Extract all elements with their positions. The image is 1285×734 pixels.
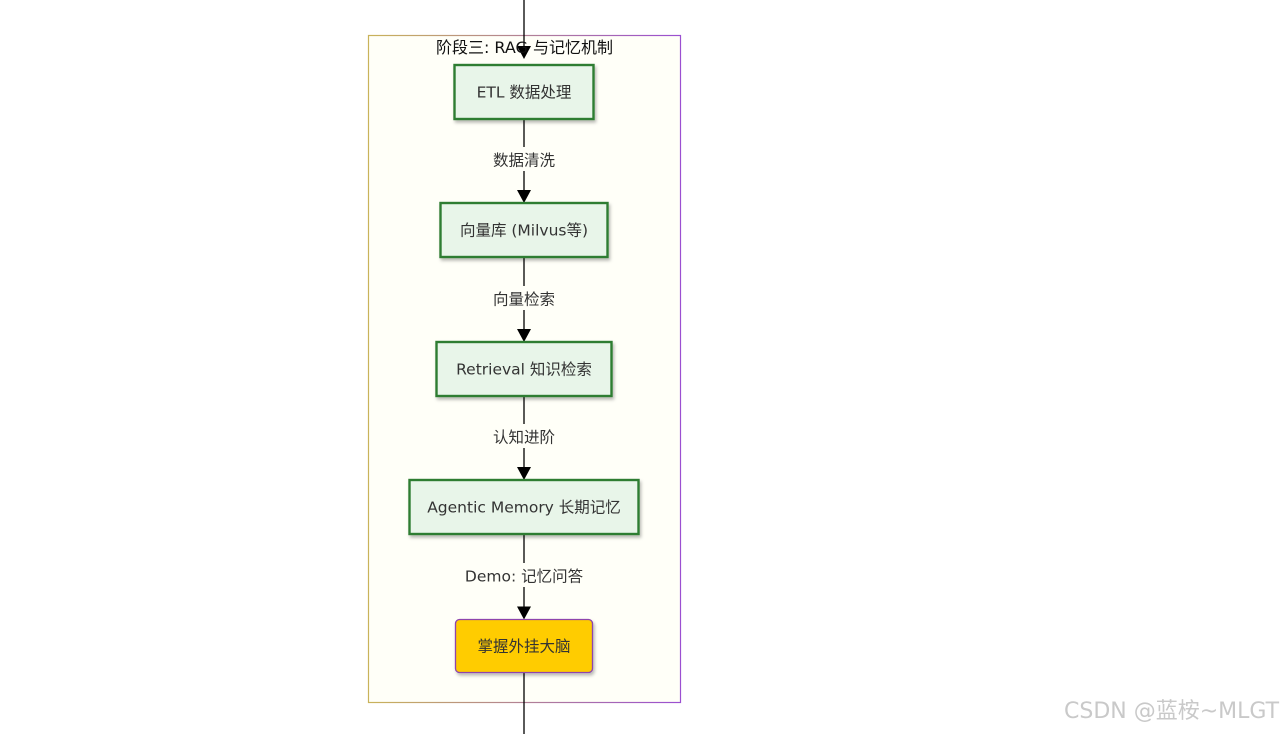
watermark: CSDN @蓝桉~MLGT xyxy=(1064,699,1280,724)
node-vector-db-box xyxy=(439,201,609,259)
node-agentic-memory-label: Agentic Memory 长期记忆 xyxy=(427,499,621,517)
incoming-arrowhead xyxy=(517,46,531,59)
node-master-brain-box xyxy=(454,618,594,674)
stage-title: 阶段三: RAG 与记忆机制 xyxy=(436,38,613,57)
node-retrieval-label: Retrieval 知识检索 xyxy=(456,361,592,379)
node-master-brain-label: 掌握外挂大脑 xyxy=(477,638,570,656)
edge-vector-db-to-retrieval: 向量检索 xyxy=(493,257,555,342)
edge-arrowhead xyxy=(517,606,531,620)
edge-etl-to-vector-db: 数据清洗 xyxy=(493,119,556,203)
node-vector-db-label: 向量库 (Milvus等) xyxy=(460,222,588,240)
edge-label-background xyxy=(459,563,589,587)
edge-label: Demo: 记忆问答 xyxy=(465,568,584,586)
edge-arrowhead xyxy=(517,467,531,480)
node-retrieval-box xyxy=(435,340,613,398)
edge-label-background xyxy=(494,147,554,171)
node-etl-box xyxy=(453,63,595,121)
edge-label: 向量检索 xyxy=(493,291,555,309)
edge-label-background xyxy=(494,424,554,448)
node-etl-label: ETL 数据处理 xyxy=(477,84,572,102)
edge-retrieval-to-agentic-memory: 认知进阶 xyxy=(493,396,556,480)
edge-label: 认知进阶 xyxy=(493,429,556,447)
node-agentic-memory: Agentic Memory 长期记忆 xyxy=(408,478,640,536)
node-vector-db: 向量库 (Milvus等) xyxy=(439,201,609,259)
node-etl: ETL 数据处理 xyxy=(453,63,595,121)
node-retrieval: Retrieval 知识检索 xyxy=(435,340,613,398)
edge-label: 数据清洗 xyxy=(493,152,556,170)
node-master-brain: 掌握外挂大脑 xyxy=(454,618,594,674)
edge-agentic-memory-to-master-brain: Demo: 记忆问答 xyxy=(459,534,589,620)
edge-arrowhead xyxy=(517,190,531,203)
edge-label-background xyxy=(494,286,554,310)
node-agentic-memory-box xyxy=(408,478,640,536)
edge-arrowhead xyxy=(517,329,531,342)
